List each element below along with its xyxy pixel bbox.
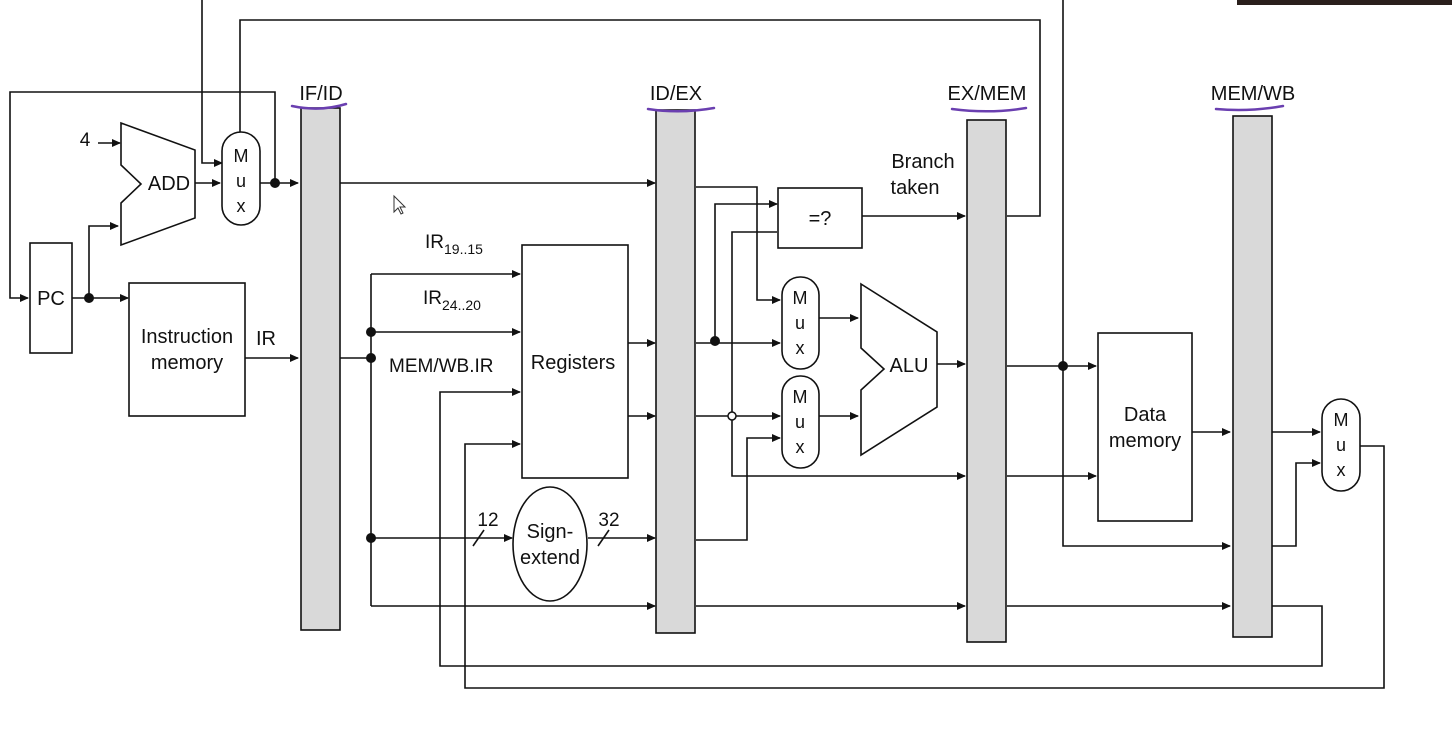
ir-rs-label: IR19..15 (425, 232, 483, 257)
mem-wb-register (1232, 115, 1273, 638)
branch-taken-label-2: taken (891, 177, 940, 199)
corner-overlay (1237, 0, 1452, 5)
pc-mux-m: M (234, 146, 249, 166)
writeback-mux-x: x (1337, 460, 1346, 480)
bits-in-label: 12 (477, 510, 498, 531)
alu-mux-bottom (781, 375, 820, 469)
pc-box (29, 242, 73, 354)
registers-box (521, 244, 629, 479)
instruction-memory-box (128, 282, 246, 417)
data-memory-label-1: Data (1124, 404, 1167, 426)
writeback-mux-u: u (1336, 435, 1346, 455)
alu-mux-bottom-m: M (793, 387, 808, 407)
id-ex-underline (646, 106, 716, 113)
id-ex-register (655, 109, 696, 634)
alu-mux-bottom-u: u (795, 412, 805, 432)
compare-label: =? (809, 208, 832, 230)
alu-label: ALU (890, 355, 929, 377)
instruction-memory-label-2: memory (151, 352, 223, 374)
alu-shape (860, 282, 938, 457)
bits-out-label: 32 (598, 510, 619, 531)
ir-rt-label: IR24..20 (423, 288, 481, 313)
alu-mux-top-m: M (793, 288, 808, 308)
alu-mux-top-x: x (796, 338, 805, 358)
sign-extend-label-2: extend (520, 547, 580, 569)
compare-unit (777, 187, 863, 249)
alu-mux-top (781, 276, 820, 370)
wires (9, 0, 1385, 689)
id-ex-label: ID/EX (650, 83, 702, 105)
if-id-label: IF/ID (299, 83, 342, 105)
adder-shape (120, 121, 196, 247)
mouse-cursor-icon (393, 194, 407, 215)
ex-mem-register (966, 119, 1007, 643)
instruction-memory-label-1: Instruction (141, 326, 233, 348)
alu-mux-top-u: u (795, 313, 805, 333)
if-id-register (300, 107, 341, 631)
data-memory-label-2: memory (1109, 430, 1181, 452)
pc-label: PC (37, 288, 65, 310)
sign-extend-label-1: Sign- (527, 521, 574, 543)
pc-mux (221, 131, 261, 226)
writeback-mux (1321, 398, 1361, 492)
junction-dots (84, 178, 1068, 543)
alu-mux-bottom-x: x (796, 437, 805, 457)
sign-extend-unit (512, 486, 588, 602)
mem-wb-label: MEM/WB (1211, 83, 1295, 105)
branch-taken-label-1: Branch (891, 151, 954, 173)
data-memory-box (1097, 332, 1193, 522)
ex-mem-label: EX/MEM (948, 83, 1027, 105)
const-four-label: 4 (80, 130, 91, 151)
registers-label: Registers (531, 352, 615, 374)
memwb-ir-label: MEM/WB.IR (389, 356, 494, 377)
ir-label: IR (256, 328, 276, 350)
pc-mux-u: u (236, 171, 246, 191)
writeback-mux-m: M (1334, 410, 1349, 430)
if-id-underline (290, 102, 348, 110)
adder-label: ADD (148, 173, 190, 195)
mem-wb-underline (1214, 104, 1285, 112)
pc-mux-x: x (237, 196, 246, 216)
ex-mem-underline (950, 106, 1028, 113)
